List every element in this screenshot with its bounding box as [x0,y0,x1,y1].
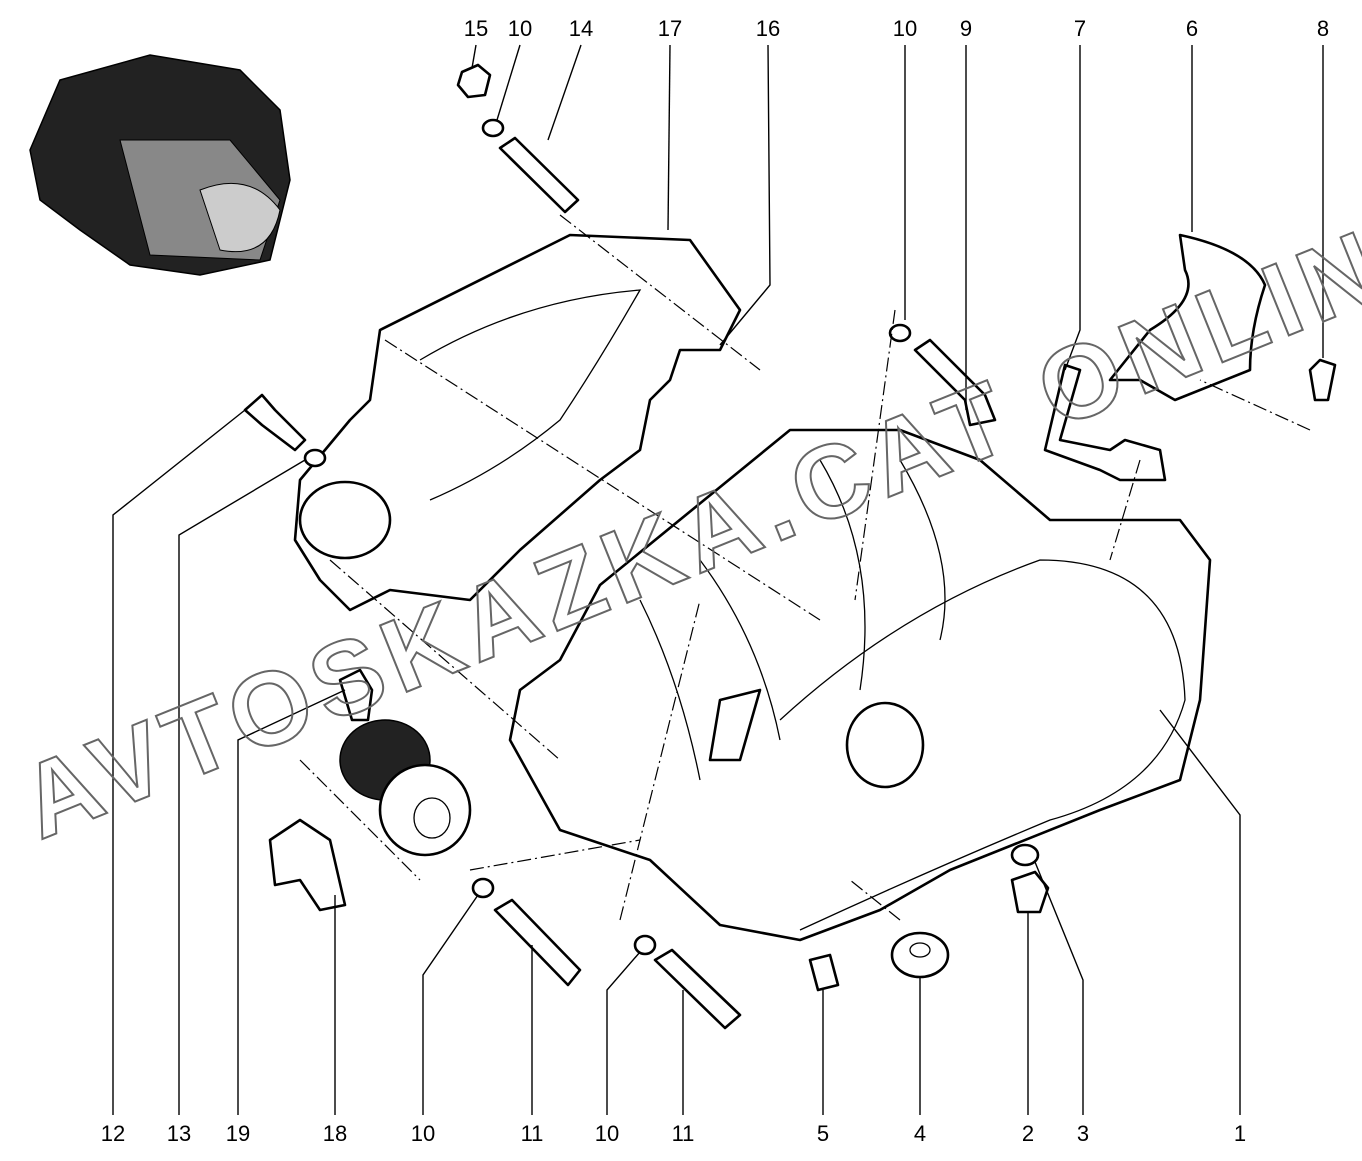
bolt-9 [913,338,997,427]
small-parts [243,63,1337,1030]
part-label: 9 [960,16,972,41]
part-label: 3 [1077,1121,1089,1146]
part-label: 7 [1074,16,1086,41]
seal-4 [890,931,950,979]
part-label: 10 [595,1121,619,1146]
part-label: 17 [658,16,682,41]
part-label: 6 [1186,16,1198,41]
bolt-11-left [493,898,582,987]
gearbox-thumbnail [29,54,291,276]
bracket-7 [1043,363,1167,482]
gasket-hole [298,480,392,560]
part-label: 10 [893,16,917,41]
washer-10-mid [633,934,657,956]
part-label: 1 [1234,1121,1246,1146]
part-label: 15 [464,16,488,41]
bolt-11-right [653,948,742,1030]
part-label: 10 [508,16,532,41]
part-label: 10 [411,1121,435,1146]
stud-14 [498,136,580,214]
part-label: 11 [672,1121,695,1146]
bottom-part-labels: 12 13 19 18 10 11 10 11 5 4 2 3 1 [101,1121,1246,1146]
input-shaft-bore [845,701,925,789]
washer-10-upper [888,323,912,343]
washer-13 [303,448,327,468]
bracket-6 [1108,233,1267,402]
clutch-housing-1 [508,428,1212,942]
bolt-8 [1308,358,1337,402]
housing-window [708,688,762,762]
top-part-labels: 15 10 14 17 16 10 9 7 6 8 [464,16,1329,41]
plug-2 [1010,870,1050,914]
washer-10-top [481,118,505,138]
part-label: 19 [226,1121,250,1146]
part-label: 14 [569,16,593,41]
nut-15 [456,63,492,99]
washer-10-left [471,877,495,899]
dowel-5 [808,953,840,992]
part-label: 2 [1022,1121,1034,1146]
part-label: 4 [914,1121,926,1146]
part-label: 13 [167,1121,191,1146]
leader-lines [112,44,1324,1115]
bolt-19 [338,668,374,722]
assembly-lines [299,214,1311,921]
part-label: 18 [323,1121,347,1146]
bolt-12 [243,393,307,452]
release-bearing-18 [268,719,472,912]
washer-3 [1010,843,1040,867]
part-label: 5 [817,1121,829,1146]
part-label: 12 [101,1121,125,1146]
part-label: 8 [1317,16,1329,41]
part-label: 11 [521,1121,544,1146]
part-label: 16 [756,16,780,41]
gasket-17 [293,233,742,612]
